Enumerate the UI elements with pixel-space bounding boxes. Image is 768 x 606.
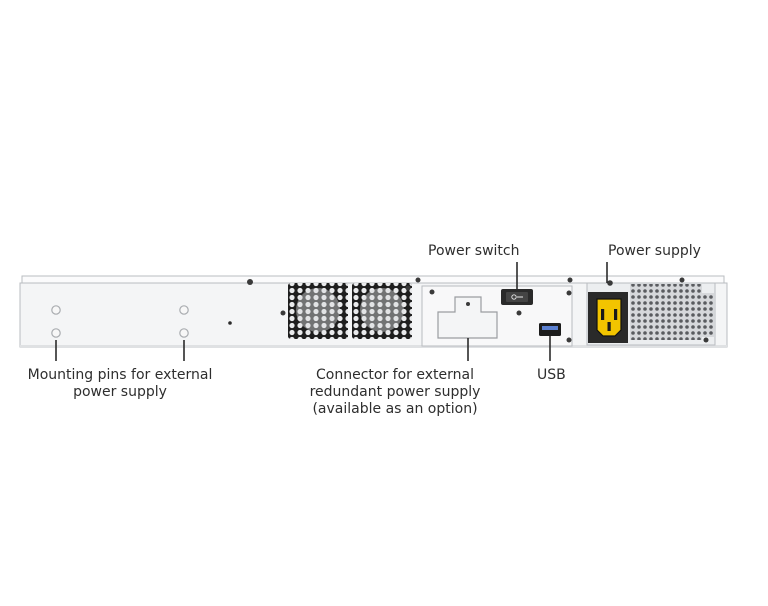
power-supply-label: Power supply [608, 243, 701, 259]
chassis-top-rim [21, 275, 725, 284]
screw-icon [567, 277, 573, 283]
power-inlet-icon [596, 298, 622, 337]
screw-icon [516, 310, 522, 316]
connector-label: Connector for external redundant power s… [295, 367, 495, 418]
rocker-switch-icon [501, 289, 533, 305]
power-switch-label: Power switch [428, 243, 520, 259]
connector-label-line1: Connector for external [316, 367, 474, 383]
screw-icon [415, 277, 421, 283]
screw-icon [429, 289, 435, 295]
connector-label-line2: redundant power supply [309, 384, 481, 400]
leader-lines [55, 262, 608, 361]
mounting-pins-label-line1: Mounting pins for external [27, 367, 213, 383]
usb-label: USB [537, 367, 566, 383]
screw-icon [679, 277, 685, 283]
fan-grille-icon [280, 283, 348, 339]
fan-grille-icon [352, 283, 412, 339]
mounting-pins-label-line2: power supply [73, 384, 167, 400]
usb-port-icon [539, 323, 561, 336]
power-supply-module [586, 280, 716, 346]
redundant-psu-cover [437, 296, 498, 339]
connector-label-line3: (available as an option) [312, 401, 478, 417]
mounting-pins [51, 305, 232, 338]
screw-icon [566, 290, 572, 296]
mounting-pins-label: Mounting pins for external power supply [20, 367, 220, 401]
screw-icon [247, 279, 253, 285]
screw-icon [566, 337, 572, 343]
chassis-bottom-lip [20, 345, 727, 348]
